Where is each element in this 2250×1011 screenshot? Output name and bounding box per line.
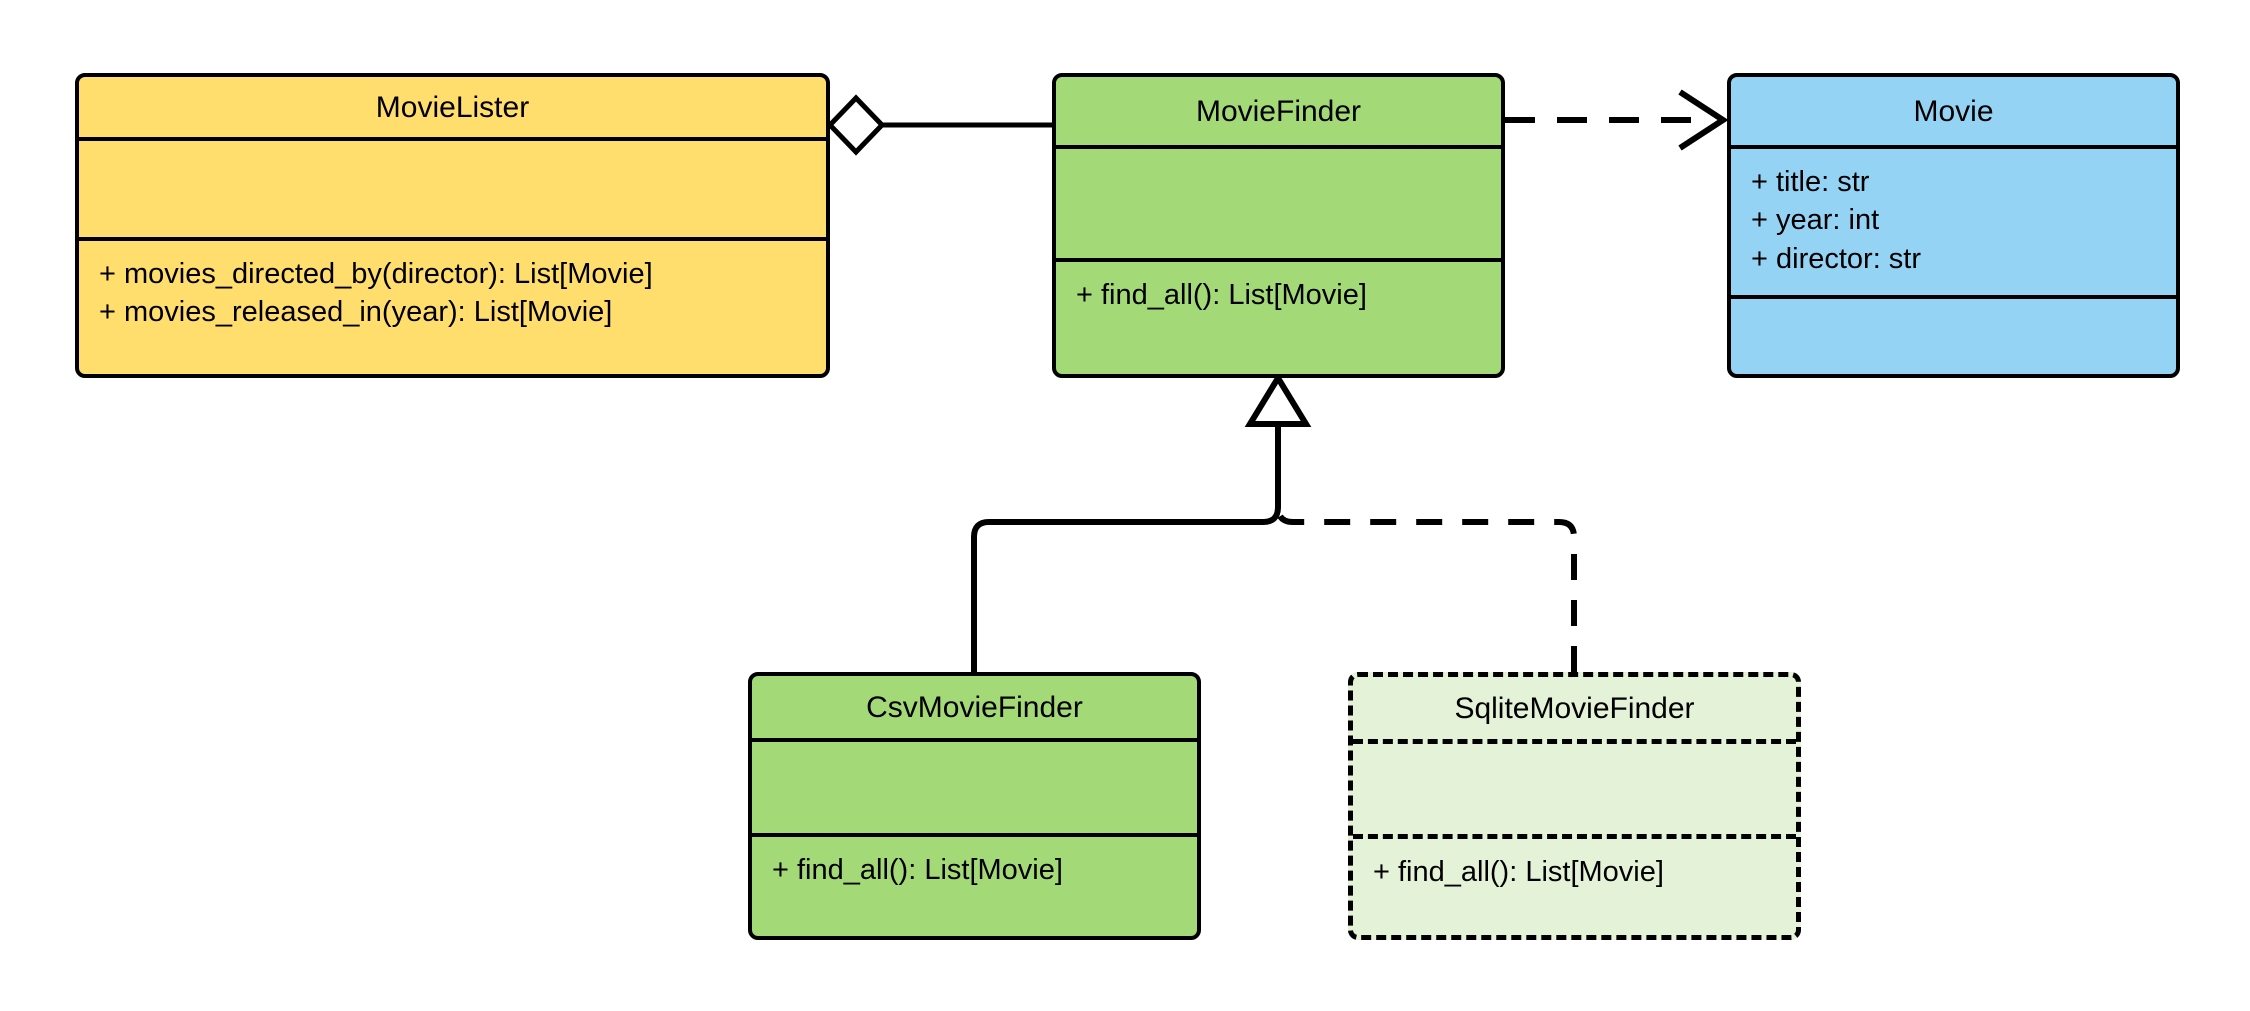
generalization-line-dashed: [1275, 418, 1577, 672]
edge-aggregation-lister-finder[interactable]: [826, 94, 1052, 156]
class-box-movie-finder[interactable]: MovieFinder + find_all(): List[Movie]: [1052, 73, 1505, 378]
class-name-movie-lister: MovieLister: [375, 90, 530, 124]
class-box-csv-movie-finder[interactable]: CsvMovieFinder + find_all(): List[Movie]: [748, 672, 1201, 940]
method-item: + movies_directed_by(director): List[Mov…: [99, 258, 653, 290]
class-attributes-compartment: + title: str + year: int + director: str: [1731, 145, 2176, 295]
method-item: + movies_released_in(year): List[Movie]: [99, 296, 613, 329]
class-name-movie: Movie: [1913, 94, 1994, 128]
hollow-diamond-marker: [826, 94, 886, 156]
edge-dependency-finder-movie[interactable]: [1505, 89, 1729, 151]
attribute-item: + title: str: [1751, 166, 1870, 198]
class-methods-compartment: + find_all(): List[Movie]: [1056, 258, 1501, 374]
class-box-movie[interactable]: Movie + title: str + year: int + directo…: [1727, 73, 2180, 378]
class-attributes-compartment: [79, 137, 826, 237]
class-title-compartment: CsvMovieFinder: [752, 676, 1197, 738]
class-name-movie-finder: MovieFinder: [1195, 94, 1362, 128]
class-title-compartment: MovieLister: [79, 77, 826, 137]
class-attributes-compartment: [1353, 739, 1796, 834]
class-name-csv-movie-finder: CsvMovieFinder: [866, 690, 1083, 724]
hollow-triangle-marker-csv: [1244, 372, 1312, 427]
edge-generalization-sqlite-finder[interactable]: [1275, 418, 1577, 672]
class-box-movie-lister[interactable]: MovieLister + movies_directed_by(directo…: [75, 73, 830, 378]
class-methods-compartment: [1731, 295, 2176, 374]
class-methods-compartment: + find_all(): List[Movie]: [1353, 834, 1796, 935]
method-item: + find_all(): List[Movie]: [1373, 856, 1664, 888]
attribute-item: + director: str: [1751, 242, 1922, 275]
class-methods-compartment: + find_all(): List[Movie]: [752, 833, 1197, 936]
method-item: + find_all(): List[Movie]: [1076, 279, 1367, 311]
class-title-compartment: Movie: [1731, 77, 2176, 145]
class-attributes-compartment: [752, 738, 1197, 833]
edge-generalization-csv-finder[interactable]: [971, 372, 1312, 672]
class-methods-compartment: + movies_directed_by(director): List[Mov…: [79, 237, 826, 374]
class-title-compartment: SqliteMovieFinder: [1353, 677, 1796, 739]
class-attributes-compartment: [1056, 145, 1501, 258]
generalization-line-solid: [971, 418, 1281, 672]
class-name-sqlite-movie-finder: SqliteMovieFinder: [1454, 691, 1695, 725]
class-title-compartment: MovieFinder: [1056, 77, 1501, 145]
class-box-sqlite-movie-finder[interactable]: SqliteMovieFinder + find_all(): List[Mov…: [1348, 672, 1801, 940]
method-item: + find_all(): List[Movie]: [772, 854, 1063, 886]
open-arrow-marker: [1678, 89, 1729, 151]
attribute-item: + year: int: [1751, 204, 1880, 237]
